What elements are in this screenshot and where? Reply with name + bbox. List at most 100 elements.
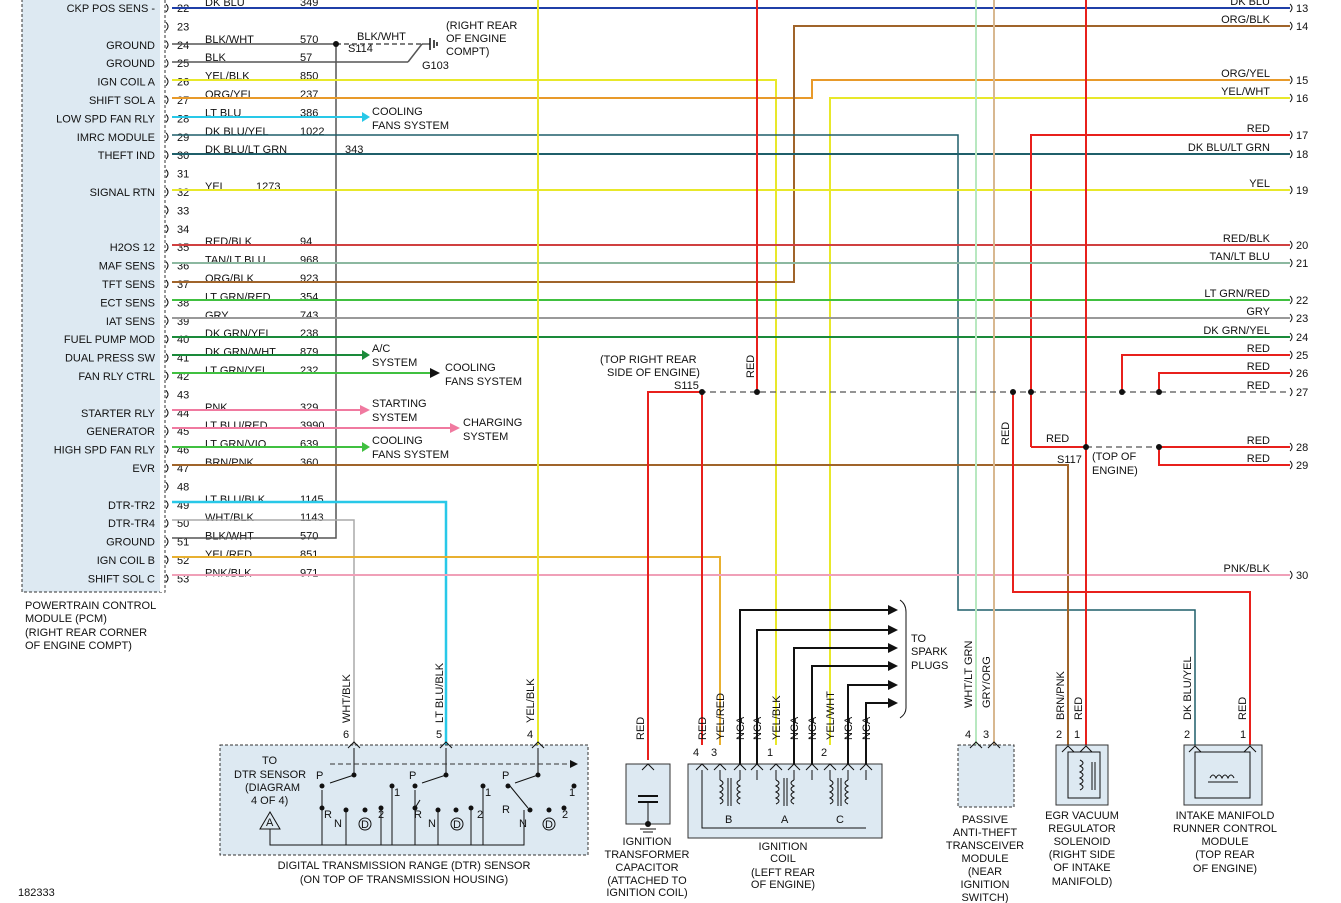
svg-text:RED: RED [745, 355, 757, 378]
svg-text:COOLING: COOLING [372, 435, 423, 447]
coil-terminal: NCA [859, 716, 873, 780]
svg-text:DIGITAL TRANSMISSION RANGE (DT: DIGITAL TRANSMISSION RANGE (DTR) SENSOR [278, 860, 531, 872]
pin-name: ECT SENS [100, 297, 155, 309]
edge-ref: 17 [1296, 130, 1308, 142]
svg-text:D: D [545, 819, 553, 831]
svg-text:A: A [266, 817, 274, 829]
edge-ref: 14 [1296, 21, 1308, 33]
wire-color: ORG/YEL [205, 89, 254, 101]
wire-color: LT GRN/RED [205, 291, 271, 303]
wire-pin29 [172, 134, 1196, 745]
destination-labels: COOLING FANS SYSTEM A/C SYSTEM COOLING F… [372, 106, 522, 461]
svg-text:YEL/BLK: YEL/BLK [525, 678, 537, 723]
svg-text:BLK/WHT: BLK/WHT [357, 31, 406, 43]
edge-ref: 29 [1296, 460, 1308, 472]
pin-name: FAN RLY CTRL [78, 371, 155, 383]
svg-text:ENGINE): ENGINE) [1092, 465, 1138, 477]
svg-text:COMPT): COMPT) [446, 46, 489, 58]
svg-text:GRY/ORG: GRY/ORG [981, 656, 993, 708]
coil-terminal: NCA [787, 716, 801, 780]
svg-text:(ATTACHED TO: (ATTACHED TO [607, 875, 687, 887]
pin-number: 45 [177, 426, 189, 438]
pin-name: GENERATOR [86, 426, 155, 438]
svg-text:TRANSFORMER: TRANSFORMER [605, 849, 690, 861]
pin-name: GROUND [106, 40, 155, 52]
edge-connector: ORG/BLK 14 [1221, 14, 1308, 33]
svg-text:D: D [361, 819, 369, 831]
svg-text:WHT/LT GRN: WHT/LT GRN [963, 641, 975, 708]
svg-text:SYSTEM: SYSTEM [463, 431, 508, 443]
svg-text:COOLING: COOLING [372, 106, 423, 118]
svg-text:B: B [725, 814, 732, 826]
svg-text:R: R [502, 804, 510, 816]
svg-text:SPARK: SPARK [911, 646, 948, 658]
svg-text:PASSIVE: PASSIVE [962, 814, 1008, 826]
svg-text:LT BLU/BLK: LT BLU/BLK [434, 662, 446, 723]
coil-pin: 1 [767, 747, 773, 759]
svg-text:SYSTEM: SYSTEM [372, 412, 417, 424]
pin-name: DTR-TR4 [108, 518, 155, 530]
pin-number: 31 [177, 169, 189, 181]
edge-ref: 24 [1296, 332, 1308, 344]
edge-ref: 21 [1296, 258, 1308, 270]
pin-number: 32 [177, 187, 189, 199]
circuit-number: 94 [300, 236, 312, 248]
pcm-pin-row: 23 [165, 21, 189, 33]
circuit-number: 354 [300, 291, 318, 303]
pin-name: TFT SENS [102, 279, 155, 291]
svg-text:OF ENGINE): OF ENGINE) [751, 879, 815, 891]
circuit-number: 57 [300, 52, 312, 64]
circuit-number: 3990 [300, 420, 324, 432]
svg-text:SWITCH): SWITCH) [961, 892, 1008, 903]
svg-text:1: 1 [569, 787, 575, 799]
edge-wire-color: RED/BLK [1223, 233, 1271, 245]
pin-number: 50 [177, 518, 189, 530]
edge-ref: 18 [1296, 149, 1308, 161]
ground-symbol: S114 BLK/WHT G103 (RIGHT REAR OF ENGINE … [333, 20, 517, 72]
svg-text:OF ENGINE): OF ENGINE) [1193, 863, 1257, 875]
svg-text:S114: S114 [348, 43, 373, 55]
pin-name: GROUND [106, 58, 155, 70]
svg-text:RED: RED [1046, 433, 1069, 445]
pin-name: EVR [132, 463, 155, 475]
wire-color: DK BLU/YEL [205, 126, 269, 138]
edge-wire-color: RED [1247, 361, 1270, 373]
coil-pin: 4 [693, 747, 699, 759]
edge-ref: 16 [1296, 93, 1308, 105]
svg-text:4: 4 [965, 729, 971, 741]
svg-text:REGULATOR: REGULATOR [1048, 823, 1115, 835]
svg-text:FANS SYSTEM: FANS SYSTEM [372, 120, 449, 132]
ignition-capacitor: RED IGNITION TRANSFORMER CAPACITOR (ATTA… [605, 717, 690, 899]
wire-runs [172, 0, 1290, 760]
edge-ref: 20 [1296, 240, 1308, 252]
svg-text:SIDE OF ENGINE): SIDE OF ENGINE) [607, 367, 700, 379]
wire-color: GRY [205, 310, 229, 322]
edge-wire-color: ORG/BLK [1221, 14, 1271, 26]
circuit-number: 237 [300, 89, 318, 101]
circuit-number: 639 [300, 439, 318, 451]
wire-color: BLK/WHT [205, 34, 254, 46]
svg-text:2: 2 [477, 809, 483, 821]
circuit-number: 238 [300, 328, 318, 340]
svg-text:RED: RED [1000, 422, 1012, 445]
coil-pin: 2 [821, 747, 827, 759]
svg-text:DK BLU/YEL: DK BLU/YEL [1182, 656, 1194, 720]
pats-module: WHT/LT GRN GRY/ORG 4 3 PASSIVE ANTI-THEF… [946, 641, 1024, 903]
svg-text:S117: S117 [1057, 454, 1082, 466]
edge-wire-color: DK BLU/LT GRN [1188, 142, 1270, 154]
pcm-pin-row: 48 [165, 481, 189, 493]
pin-name: IGN COIL B [97, 555, 155, 567]
edge-wire-color: RED [1247, 123, 1270, 135]
svg-text:(TOP OF: (TOP OF [1092, 451, 1136, 463]
pin-name: H2OS 12 [110, 242, 155, 254]
wire-color: LT GRN/VIO [205, 439, 267, 451]
